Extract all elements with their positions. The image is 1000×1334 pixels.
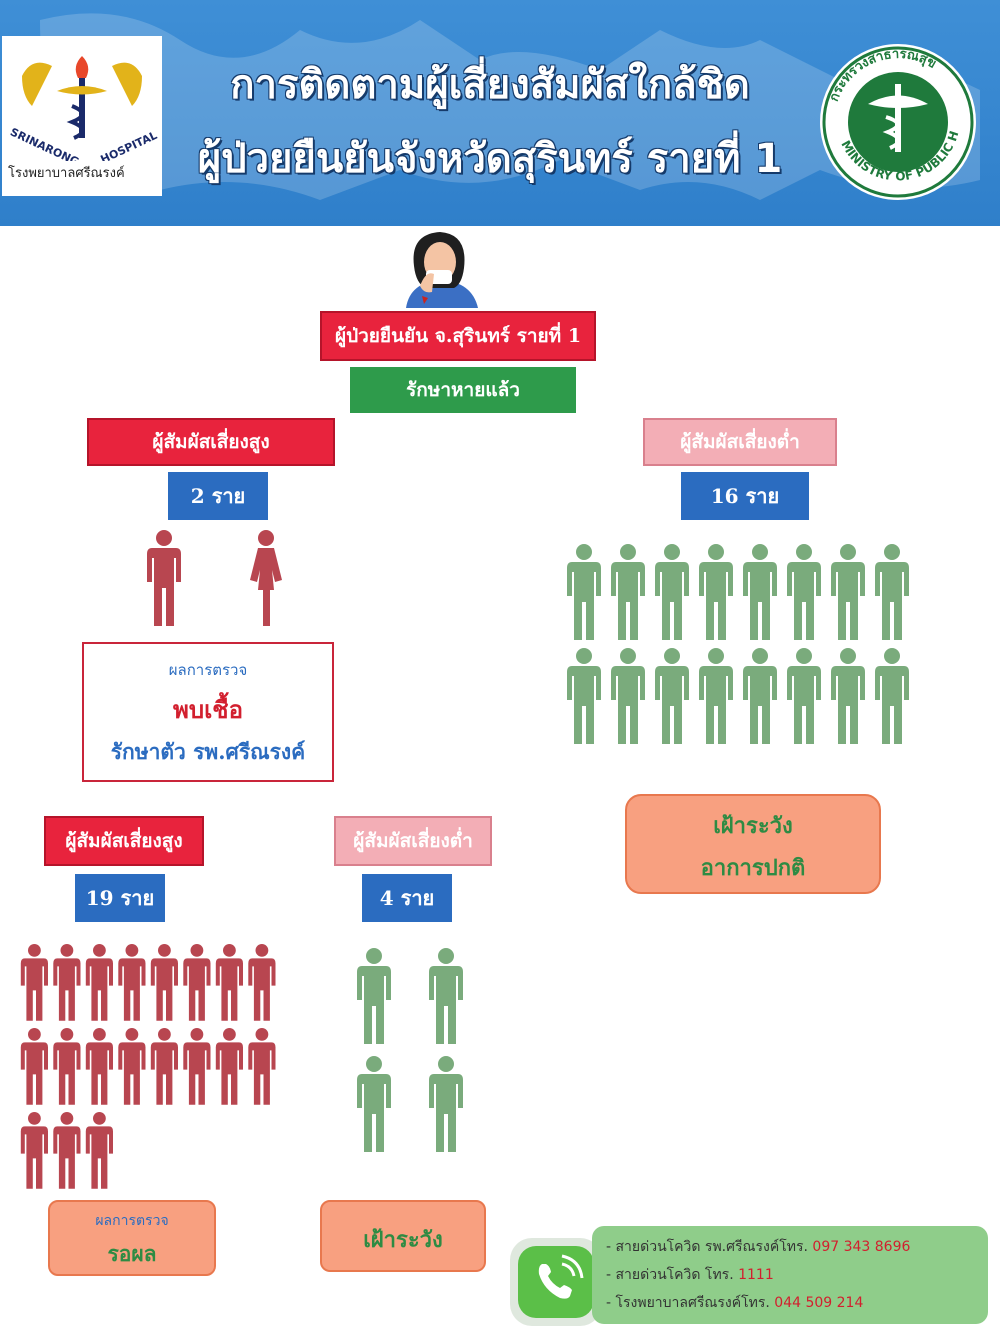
high-risk-group-2-people bbox=[20, 944, 276, 1189]
hotline-label: - สายด่วนโควิด รพ.ศรีณรงค์โทร. bbox=[606, 1239, 808, 1255]
person-icon bbox=[699, 544, 733, 640]
person-icon bbox=[53, 1028, 81, 1105]
ministry-seal-icon: กระทรวงสาธารณสุข MINISTRY OF PUBLIC HEAL… bbox=[803, 31, 976, 200]
person-icon bbox=[20, 944, 48, 1021]
person-icon bbox=[248, 1028, 276, 1105]
hospital-name: โรงพยาบาลศรีณรงค์ bbox=[8, 166, 125, 181]
person-icon bbox=[20, 1112, 48, 1189]
low-risk-group-2-label: ผู้สัมผัสเสี่ยงต่ำ bbox=[334, 816, 492, 866]
high-risk-group-1-label: ผู้สัมผัสเสี่ยงสูง bbox=[87, 418, 335, 466]
person-icon bbox=[118, 1028, 146, 1105]
person-icon bbox=[831, 648, 865, 744]
person-icon bbox=[743, 648, 777, 744]
normal-symptoms-text: อาการปกติ bbox=[700, 855, 806, 881]
high-risk-group-1-people bbox=[147, 530, 282, 626]
person-icon bbox=[655, 648, 689, 744]
hotline-item: - สายด่วนโควิด โทร. 1111 bbox=[606, 1264, 774, 1286]
person-icon bbox=[85, 1112, 113, 1189]
person-icon bbox=[53, 944, 81, 1021]
high-risk-group-2-count: 19 ราย bbox=[75, 874, 165, 922]
person-icon bbox=[85, 1028, 113, 1105]
person-icon bbox=[183, 1028, 211, 1105]
svg-text:SRINARONG: SRINARONG bbox=[8, 125, 81, 161]
hospital-emblem-icon: SRINARONG HOSPITAL bbox=[8, 56, 160, 169]
person-icon bbox=[53, 1112, 81, 1189]
monitor-text: เฝ้าระวัง bbox=[363, 1227, 443, 1253]
person-icon bbox=[215, 1028, 243, 1105]
low-risk-group-1-status-panel: เฝ้าระวัง อาการปกติ bbox=[625, 794, 881, 894]
person-icon bbox=[357, 948, 391, 1044]
person-icon bbox=[655, 544, 689, 640]
person-icon bbox=[357, 1056, 391, 1152]
low-risk-group-1-people bbox=[567, 544, 909, 744]
person-icon bbox=[429, 948, 463, 1044]
hotline-label: - สายด่วนโควิด โทร. bbox=[606, 1267, 734, 1283]
high-risk-group-1-count: 2 ราย bbox=[168, 472, 268, 520]
page-title-line-2: ผู้ป่วยยืนยันจังหวัดสุรินทร์ รายที่ 1 bbox=[197, 136, 783, 182]
result-value: รอผล bbox=[107, 1241, 157, 1266]
patient-illustration bbox=[396, 226, 486, 308]
person-icon bbox=[611, 544, 645, 640]
hotline-item: - สายด่วนโควิด รพ.ศรีณรงค์โทร. 097 343 8… bbox=[606, 1236, 910, 1258]
low-risk-group-2-status-panel: เฝ้าระวัง bbox=[320, 1200, 486, 1272]
low-risk-group-2-people bbox=[357, 948, 463, 1152]
hotline-number: 044 509 214 bbox=[774, 1295, 864, 1311]
person-icon bbox=[183, 944, 211, 1021]
person-icon bbox=[567, 544, 601, 640]
person-icon bbox=[85, 944, 113, 1021]
person-icon bbox=[429, 1056, 463, 1152]
low-risk-group-2-count: 4 ราย bbox=[362, 874, 452, 922]
person-icon bbox=[215, 944, 243, 1021]
person-icon bbox=[248, 944, 276, 1021]
hotline-label: - โรงพยาบาลศรีณรงค์โทร. bbox=[606, 1295, 770, 1311]
person-icon bbox=[875, 544, 909, 640]
person-icon bbox=[150, 1028, 178, 1105]
result-title: ผลการตรวจ bbox=[95, 1213, 169, 1229]
result-value: พบเชื้อ bbox=[173, 695, 243, 724]
high-risk-group-2-result-panel: ผลการตรวจ รอผล bbox=[48, 1200, 216, 1276]
low-risk-group-1-count: 16 ราย bbox=[681, 472, 809, 520]
phone-icon bbox=[506, 1232, 606, 1330]
world-map-background bbox=[40, 13, 980, 201]
person-icon bbox=[787, 648, 821, 744]
high-risk-group-1-result-panel: ผลการตรวจ พบเชื้อ รักษาตัว รพ.ศรีณรงค์ bbox=[82, 642, 334, 782]
srinarong-hospital-logo: SRINARONG HOSPITAL โรงพยาบาลศรีณรงค์ bbox=[2, 36, 162, 196]
person-icon bbox=[699, 648, 733, 744]
page-title-line-1: การติดตามผู้เสี่ยงสัมผัสใกล้ชิด bbox=[230, 62, 750, 108]
result-title: ผลการตรวจ bbox=[168, 661, 248, 679]
high-risk-group-2-label: ผู้สัมผัสเสี่ยงสูง bbox=[44, 816, 204, 866]
person-icon bbox=[118, 944, 146, 1021]
female-person-icon bbox=[250, 530, 282, 626]
hotline-number: 1111 bbox=[738, 1267, 774, 1283]
confirmed-patient-label: ผู้ป่วยยืนยัน จ.สุรินทร์ รายที่ 1 bbox=[320, 311, 596, 361]
person-icon bbox=[611, 648, 645, 744]
person-icon bbox=[743, 544, 777, 640]
person-icon bbox=[20, 1028, 48, 1105]
treatment-text: รักษาตัว รพ.ศรีณรงค์ bbox=[110, 739, 306, 764]
person-icon bbox=[567, 648, 601, 744]
hotline-panel: - สายด่วนโควิด รพ.ศรีณรงค์โทร. 097 343 8… bbox=[592, 1226, 988, 1324]
person-icon bbox=[787, 544, 821, 640]
hotline-item: - โรงพยาบาลศรีณรงค์โทร. 044 509 214 bbox=[606, 1292, 863, 1314]
patient-status-badge: รักษาหายแล้ว bbox=[350, 367, 576, 413]
svg-text:HOSPITAL: HOSPITAL bbox=[99, 129, 160, 161]
person-icon bbox=[147, 530, 181, 626]
low-risk-group-1-label: ผู้สัมผัสเสี่ยงต่ำ bbox=[643, 418, 837, 466]
monitor-text: เฝ้าระวัง bbox=[713, 813, 793, 839]
person-icon bbox=[875, 648, 909, 744]
person-icon bbox=[831, 544, 865, 640]
hotline-number: 097 343 8696 bbox=[812, 1239, 911, 1255]
ministry-of-public-health-logo: กระทรวงสาธารณสุข MINISTRY OF PUBLIC HEAL… bbox=[803, 31, 988, 222]
person-icon bbox=[150, 944, 178, 1021]
